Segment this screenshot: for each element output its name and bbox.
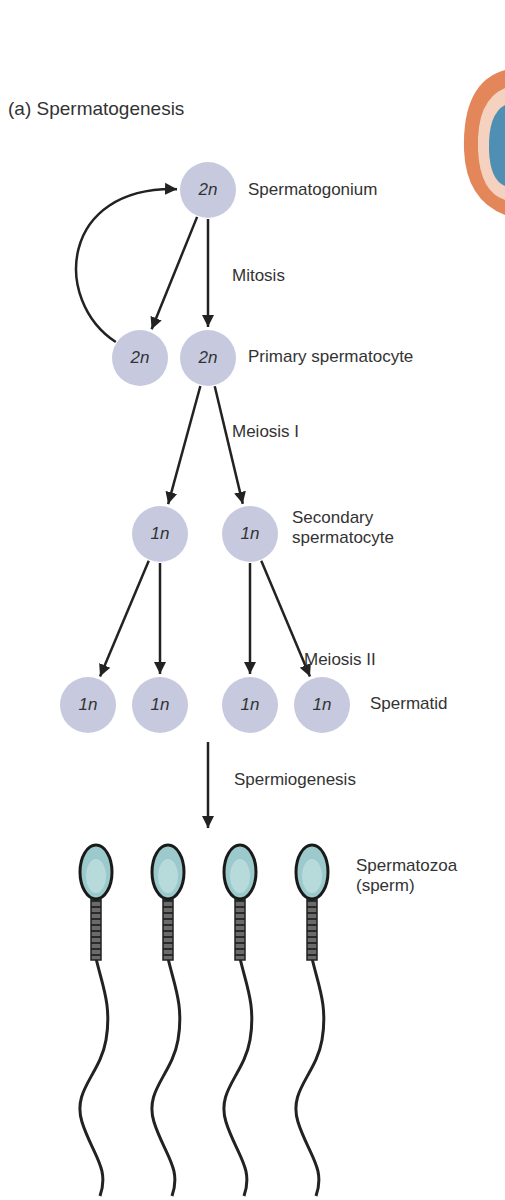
stage-label: Spermiogenesis: [234, 770, 356, 790]
cell-circle: 1n: [294, 677, 350, 733]
sperm-cell: [80, 845, 112, 1196]
cell-circle: 2n: [112, 330, 168, 386]
stage-label: Primary spermatocyte: [248, 347, 413, 367]
sperm-cell: [152, 845, 184, 1196]
division-arrow: [100, 561, 149, 677]
ploidy-label: 2n: [199, 180, 218, 200]
cell-circle: 2n: [180, 162, 236, 218]
stage-label: Spermatozoa (sperm): [356, 856, 496, 897]
stage-label: Meiosis I: [232, 422, 299, 442]
ploidy-label: 1n: [151, 524, 170, 544]
cell-circle: 2n: [180, 330, 236, 386]
cell-circle: 1n: [222, 677, 278, 733]
stage-label: Spermatogonium: [248, 180, 377, 200]
stage-label: Mitosis: [232, 266, 285, 286]
division-arrow: [249, 563, 252, 674]
spermiogenesis-arrow: [207, 742, 210, 828]
ploidy-label: 1n: [241, 695, 260, 715]
cell-circle: 1n: [60, 677, 116, 733]
stage-label: Spermatid: [370, 694, 447, 714]
sperm-cell: [224, 845, 256, 1196]
diagram-title: (a) Spermatogenesis: [8, 98, 184, 120]
division-arrow: [215, 386, 243, 504]
ploidy-label: 1n: [313, 695, 332, 715]
division-arrow: [159, 563, 162, 674]
stage-label: Meiosis II: [304, 650, 376, 670]
ploidy-label: 1n: [151, 695, 170, 715]
cell-circle: 1n: [132, 506, 188, 562]
sperm-cell: [296, 845, 328, 1196]
cell-circle: 1n: [222, 506, 278, 562]
division-arrow: [152, 217, 197, 329]
cell-circle: 1n: [132, 677, 188, 733]
organ-fragment: [464, 70, 505, 215]
division-arrow: [76, 189, 177, 342]
division-arrow: [261, 561, 310, 677]
division-arrow: [207, 219, 210, 327]
ploidy-label: 2n: [131, 348, 150, 368]
division-arrow: [168, 386, 200, 504]
ploidy-label: 1n: [241, 524, 260, 544]
ploidy-label: 2n: [199, 348, 218, 368]
stage-label: Secondary spermatocyte: [292, 508, 422, 549]
ploidy-label: 1n: [79, 695, 98, 715]
